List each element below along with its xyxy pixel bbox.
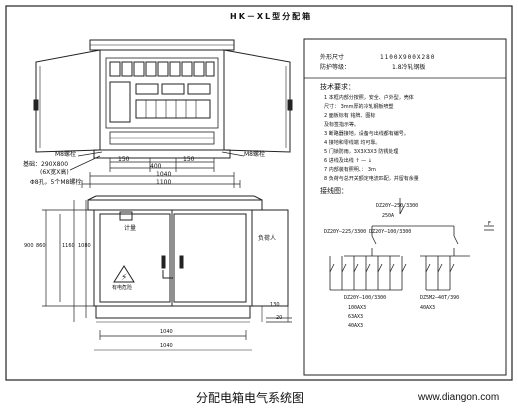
height-1: 900 bbox=[24, 243, 34, 249]
fuse-label: F bbox=[488, 221, 491, 227]
top-view-cabinet bbox=[33, 39, 293, 159]
rating-left-2: 63AX3 bbox=[348, 314, 364, 320]
dim-d: 1100 bbox=[156, 179, 172, 186]
protection-label: 防护等级： bbox=[320, 64, 351, 71]
tech-item: 及标签指示等。 bbox=[324, 122, 360, 128]
svg-text:⚡: ⚡ bbox=[121, 273, 127, 283]
watermark-text: www.diangon.com bbox=[418, 392, 500, 403]
tech-item: 2 面板标有 铭牌、图标 bbox=[324, 113, 376, 119]
tech-item: 4 接地和零线端 均可靠。 bbox=[324, 140, 381, 146]
top-view-dimensions bbox=[69, 151, 245, 188]
rating-left-1: 100AX3 bbox=[348, 305, 367, 311]
wiring-title: 接线图： bbox=[320, 187, 348, 195]
dim-c: 1040 bbox=[156, 171, 172, 178]
bottom-breaker: DZ20Y—100/3300 bbox=[344, 295, 387, 301]
tech-list: 1 本框内部分按照，安全、户外型，壳体 尺寸： 3mm厚的冷轧钢板喷塑 2 面板标… bbox=[324, 94, 502, 184]
width-1: 1040 bbox=[160, 329, 173, 335]
breaker-main: DZ20Y—250/3300 bbox=[376, 203, 419, 209]
label-steel: (6X宽X高) bbox=[40, 169, 69, 176]
spec-panel-border bbox=[303, 38, 507, 376]
side-label: 负荷人 bbox=[258, 235, 277, 242]
tech-item: 8 负荷与总开关额定电流匹配，并留有余量 bbox=[324, 176, 419, 182]
height-4: 1080 bbox=[78, 243, 91, 249]
dim-b: 150 bbox=[183, 156, 195, 163]
size-label: 外形尺寸 bbox=[320, 54, 345, 61]
wiring-diagram bbox=[329, 198, 494, 291]
rating-right: 40AX3 bbox=[420, 305, 436, 311]
width-2: 1040 bbox=[160, 343, 173, 349]
label-foundation: 基础：290X800 bbox=[23, 161, 69, 168]
tech-item: 尺寸： 3mm厚的冷轧钢板喷塑 bbox=[324, 104, 394, 110]
size-value: 1100X900X280 bbox=[380, 54, 436, 61]
drawing-title: HK－XL型分配箱 bbox=[230, 12, 313, 21]
bottom-breaker-2: DZ5M2—40T/390 bbox=[420, 295, 460, 301]
breaker-main-rating: 250A bbox=[382, 213, 395, 219]
height-2: 860 bbox=[36, 243, 46, 249]
tech-item: 3 断路器接地，设备与出线都有编号。 bbox=[324, 131, 409, 137]
tech-item: 1 本框内部分按照，安全、户外型，壳体 bbox=[324, 95, 414, 101]
rating-left-3: 40AX3 bbox=[348, 323, 364, 329]
tech-item: 7 内部装有照明、： 3m bbox=[324, 167, 376, 173]
label-m8-left: M8螺栓 bbox=[55, 151, 76, 158]
label-bolts: Φ8孔，5个M8螺栓 bbox=[30, 179, 82, 186]
tech-item: 5 门锁防雨，3X3X3X3 防锈处理 bbox=[324, 149, 399, 155]
tech-item: 6 进线及出线 ↑ — ↓ bbox=[324, 158, 372, 164]
height-3: 1160 bbox=[62, 243, 75, 249]
dim-a: 150 bbox=[118, 156, 130, 163]
width-3: 20 bbox=[276, 315, 283, 321]
front-view-cabinet: ⚡ bbox=[87, 195, 289, 323]
outgoing-circuits bbox=[329, 256, 455, 291]
protection-value: 1.8冷轧钢板 bbox=[392, 64, 426, 71]
drawing-border bbox=[5, 5, 513, 381]
dim-e: 400 bbox=[150, 163, 162, 170]
meter-label: 计量 bbox=[124, 225, 137, 232]
height-5: 130 bbox=[270, 302, 280, 308]
front-view-dimensions bbox=[42, 200, 292, 351]
tech-title: 技术要求： bbox=[320, 83, 355, 91]
figure-caption: 分配电箱电气系统图 bbox=[196, 391, 305, 405]
breaker-row: DZ20Y—225/3300 DZ20Y—100/3300 bbox=[324, 229, 412, 235]
label-m8-right: M8螺栓 bbox=[244, 151, 265, 158]
warning-text: 有电危险 bbox=[112, 285, 133, 291]
